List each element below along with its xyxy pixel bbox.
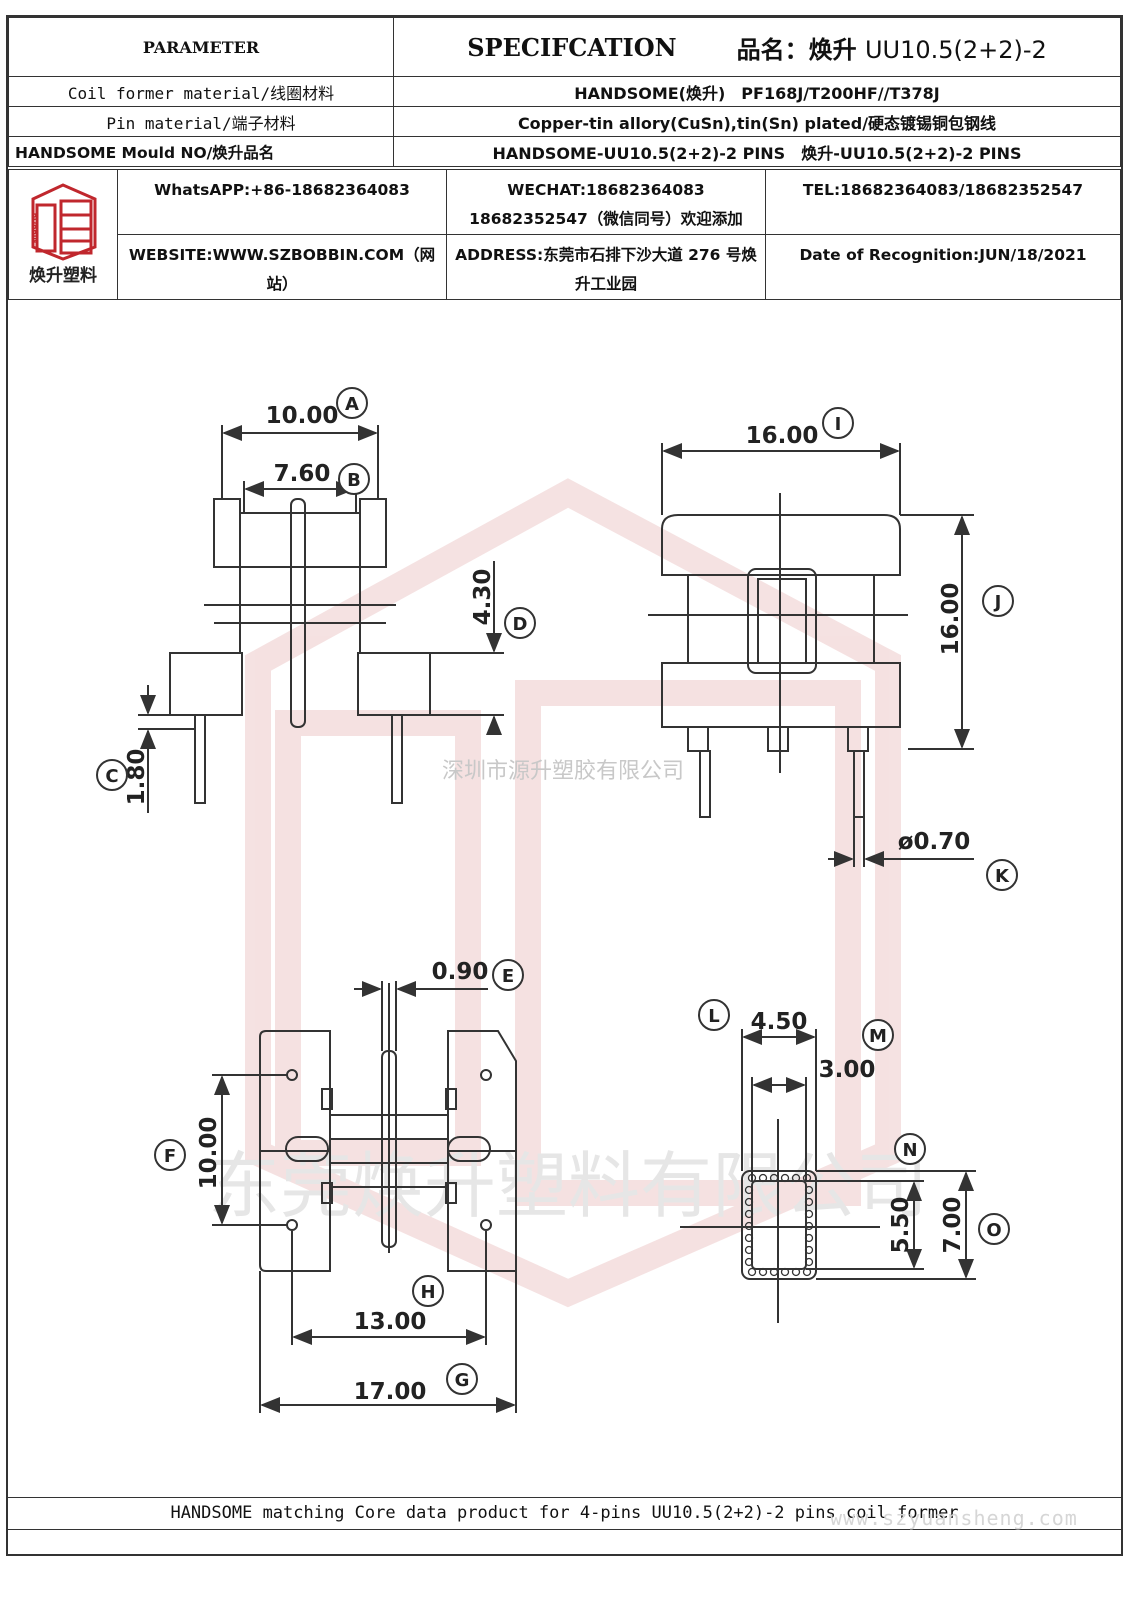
watermark-large: 东莞焕升塑料有限公司 bbox=[208, 1144, 928, 1228]
website: WEBSITE:WWW.SZBOBBIN.COM（网站） bbox=[117, 234, 447, 300]
dim-j-value: 16.00 bbox=[938, 583, 964, 656]
callout-f: F bbox=[154, 1139, 186, 1171]
cross-section-view bbox=[680, 1029, 976, 1323]
recognition-date: Date of Recognition:JUN/18/2021 bbox=[765, 234, 1121, 300]
logo-mark: BOBBIN bbox=[31, 212, 39, 243]
technical-drawing: 深圳市源升塑胶有限公司 东莞焕升塑料有限公司 bbox=[96, 387, 1018, 1413]
specification-heading-cell: SPECIFCATION 品名：焕升 UU10.5(2+2)-2 bbox=[393, 17, 1121, 77]
svg-text:B: B bbox=[347, 470, 361, 491]
logo-text: 焕升塑料 bbox=[29, 265, 97, 286]
side-view bbox=[648, 443, 974, 867]
dim-g-value: 17.00 bbox=[354, 1379, 427, 1405]
dim-d-value: 4.30 bbox=[470, 569, 496, 626]
front-view bbox=[138, 425, 504, 813]
parameter-table: PARAMETER SPECIFCATION 品名：焕升 UU10.5(2+2)… bbox=[8, 17, 1121, 167]
svg-text:F: F bbox=[164, 1146, 176, 1167]
dim-a-value: 10.00 bbox=[266, 403, 339, 429]
pin-material-value: Copper-tin allory(CuSn),tin(Sn) plated/硬… bbox=[393, 106, 1121, 137]
callout-j: J bbox=[982, 585, 1014, 617]
svg-text:I: I bbox=[835, 414, 842, 435]
svg-text:C: C bbox=[105, 766, 118, 787]
callout-n: N bbox=[894, 1133, 926, 1165]
site-watermark: www.szyuansheng.com bbox=[830, 1506, 1078, 1530]
svg-text:N: N bbox=[902, 1140, 917, 1161]
callout-m: M bbox=[862, 1019, 894, 1051]
svg-text:J: J bbox=[993, 592, 1002, 613]
specification-heading: SPECIFCATION bbox=[467, 32, 677, 62]
bobbin-logo-icon: BOBBIN 焕升塑料 bbox=[29, 182, 97, 286]
svg-text:K: K bbox=[995, 866, 1010, 887]
dim-i-value: 16.00 bbox=[746, 423, 819, 449]
parameter-heading: PARAMETER bbox=[8, 17, 394, 77]
dim-f-value: 10.00 bbox=[196, 1117, 222, 1190]
svg-text:O: O bbox=[986, 1220, 1001, 1241]
company-logo: BOBBIN 焕升塑料 bbox=[8, 169, 118, 300]
callout-k: K bbox=[986, 859, 1018, 891]
contact-table: BOBBIN 焕升塑料 WhatsAPP:+86-18682364083 WEC… bbox=[8, 169, 1121, 300]
pin-material-label: Pin material/端子材料 bbox=[8, 106, 394, 137]
callout-c: C bbox=[96, 759, 128, 791]
svg-text:E: E bbox=[502, 966, 514, 987]
mould-no-label: HANDSOME Mould NO/焕升品名 bbox=[8, 136, 394, 167]
callout-d: D bbox=[504, 607, 536, 639]
dim-b-value: 7.60 bbox=[274, 461, 331, 487]
dim-n-value: 5.50 bbox=[888, 1197, 914, 1254]
svg-text:M: M bbox=[869, 1026, 887, 1047]
dim-k-value: ø0.70 bbox=[898, 829, 971, 855]
telephone: TEL:18682364083/18682352547 bbox=[765, 169, 1121, 235]
footer-note: HANDSOME matching Core data product for … bbox=[8, 1497, 1121, 1530]
wechat: WECHAT:18682364083 18682352547（微信同号）欢迎添加 bbox=[446, 169, 766, 235]
mould-no-value: HANDSOME-UU10.5(2+2)-2 PINS 焕升-UU10.5(2+… bbox=[393, 136, 1121, 167]
svg-text:H: H bbox=[420, 1282, 435, 1303]
spec-sheet: PARAMETER SPECIFCATION 品名：焕升 UU10.5(2+2)… bbox=[6, 15, 1123, 1556]
dim-l-value: 4.50 bbox=[751, 1009, 808, 1035]
callout-l: L bbox=[698, 999, 730, 1031]
svg-text:D: D bbox=[513, 614, 528, 635]
dim-m-value: 3.00 bbox=[819, 1057, 876, 1083]
dim-c-value: 1.80 bbox=[124, 749, 150, 806]
callout-i: I bbox=[822, 407, 854, 439]
product-name-label: 品名：焕升 bbox=[736, 35, 857, 64]
bottom-view bbox=[212, 981, 517, 1413]
callout-e: E bbox=[492, 959, 524, 991]
svg-text:L: L bbox=[708, 1006, 719, 1027]
svg-text:A: A bbox=[345, 394, 359, 415]
callout-h: H bbox=[412, 1275, 444, 1307]
watermark-logo bbox=[245, 478, 901, 1308]
winding-dots bbox=[744, 1173, 814, 1277]
dim-e-value: 0.90 bbox=[432, 959, 489, 985]
svg-text:G: G bbox=[455, 1370, 470, 1391]
address: ADDRESS:东莞市石排下沙大道 276 号焕升工业园 bbox=[446, 234, 766, 300]
callout-b: B bbox=[338, 463, 370, 495]
callout-a: A bbox=[336, 387, 368, 419]
dim-o-value: 7.00 bbox=[940, 1197, 966, 1254]
callout-o: O bbox=[978, 1213, 1010, 1245]
callout-g: G bbox=[446, 1363, 478, 1395]
product-name: 品名：焕升 UU10.5(2+2)-2 bbox=[737, 30, 1047, 65]
dim-h-value: 13.00 bbox=[354, 1309, 427, 1335]
whatsapp: WhatsAPP:+86-18682364083 bbox=[117, 169, 447, 235]
product-name-value: UU10.5(2+2)-2 bbox=[864, 35, 1047, 64]
coil-material-label: Coil former material/线圈材料 bbox=[8, 76, 394, 107]
coil-material-value: HANDSOME(焕升) PF168J/T200HF//T378J bbox=[393, 76, 1121, 107]
watermark-small: 深圳市源升塑胶有限公司 bbox=[442, 759, 684, 784]
